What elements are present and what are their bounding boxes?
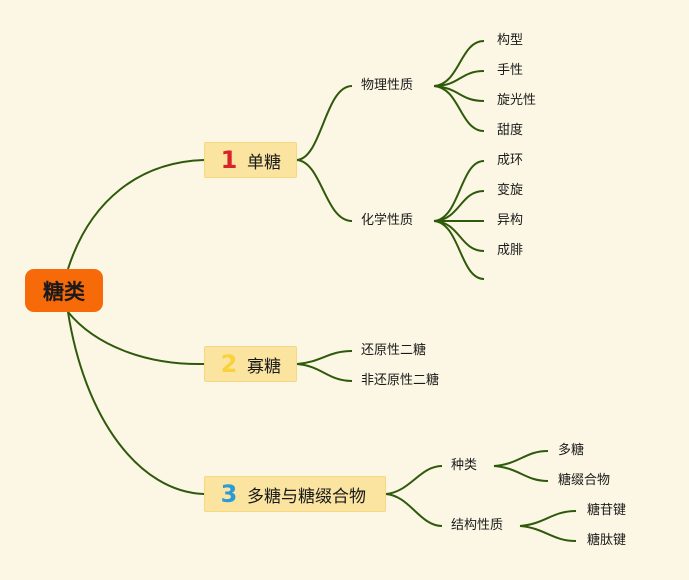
leaf-node[interactable]: 成环: [497, 153, 524, 168]
group-types[interactable]: 种类: [451, 458, 478, 473]
branch-label-1: 单糖: [247, 152, 281, 173]
link-b1g2-i4: [433, 220, 485, 252]
link-b3g2-i1: [519, 510, 577, 527]
link-b3g1-i1: [493, 450, 549, 467]
leaf-node[interactable]: 还原性二糖: [361, 343, 427, 358]
link-b1g1-i4: [433, 85, 485, 132]
leaf-node[interactable]: 异构: [497, 213, 524, 228]
link-b3-g2: [385, 493, 443, 527]
leaf-node[interactable]: 糖肽键: [587, 533, 627, 548]
link-b3g2-i2: [519, 525, 577, 542]
number-badge-3: 3: [220, 480, 238, 508]
leaf-node[interactable]: 多糖: [558, 443, 585, 458]
root-label: 糖类: [43, 279, 85, 304]
link-b3g1-i2: [493, 465, 549, 482]
link-b1-g1: [296, 85, 353, 161]
link-b1g1-i2: [433, 70, 485, 87]
leaf-node[interactable]: 变旋: [497, 183, 524, 198]
link-root-branch-2: [67, 311, 205, 366]
branch-node-2[interactable]: 2 寡糖: [204, 346, 297, 382]
group-physical-properties[interactable]: 物理性质: [361, 78, 414, 93]
link-b3-g1: [385, 465, 443, 495]
link-b2-i2: [296, 363, 353, 382]
link-b2-i1: [296, 350, 353, 365]
leaf-node[interactable]: 手性: [497, 63, 524, 78]
leaf-node[interactable]: 甜度: [497, 123, 524, 138]
branch-label-3: 多糖与糖缀合物: [247, 486, 366, 507]
link-root-branch-3: [67, 311, 205, 495]
leaf-node[interactable]: 旋光性: [497, 93, 537, 108]
link-b1g2-i2: [433, 190, 485, 222]
link-b1g2-i1: [433, 160, 485, 222]
root-node[interactable]: 糖类: [25, 269, 103, 312]
link-b1g1-i1: [433, 40, 485, 87]
leaf-node[interactable]: 非还原性二糖: [361, 373, 440, 388]
branch-label-2: 寡糖: [247, 356, 281, 377]
leaf-node[interactable]: 构型: [497, 33, 524, 48]
link-root-branch-1: [67, 159, 205, 270]
group-chemical-properties[interactable]: 化学性质: [361, 213, 414, 228]
group-structural-properties[interactable]: 结构性质: [451, 518, 504, 533]
leaf-node[interactable]: 糖缀合物: [558, 473, 611, 488]
number-badge-2: 2: [220, 350, 238, 378]
leaf-node[interactable]: 成腓: [497, 243, 524, 258]
leaf-node[interactable]: 糖苷键: [587, 503, 627, 518]
link-b1g2-i5: [433, 220, 485, 280]
branch-node-3[interactable]: 3 多糖与糖缀合物: [204, 476, 386, 512]
number-badge-1: 1: [220, 146, 238, 174]
branch-node-1[interactable]: 1 单糖: [204, 142, 297, 178]
link-b1-g2: [296, 159, 353, 222]
